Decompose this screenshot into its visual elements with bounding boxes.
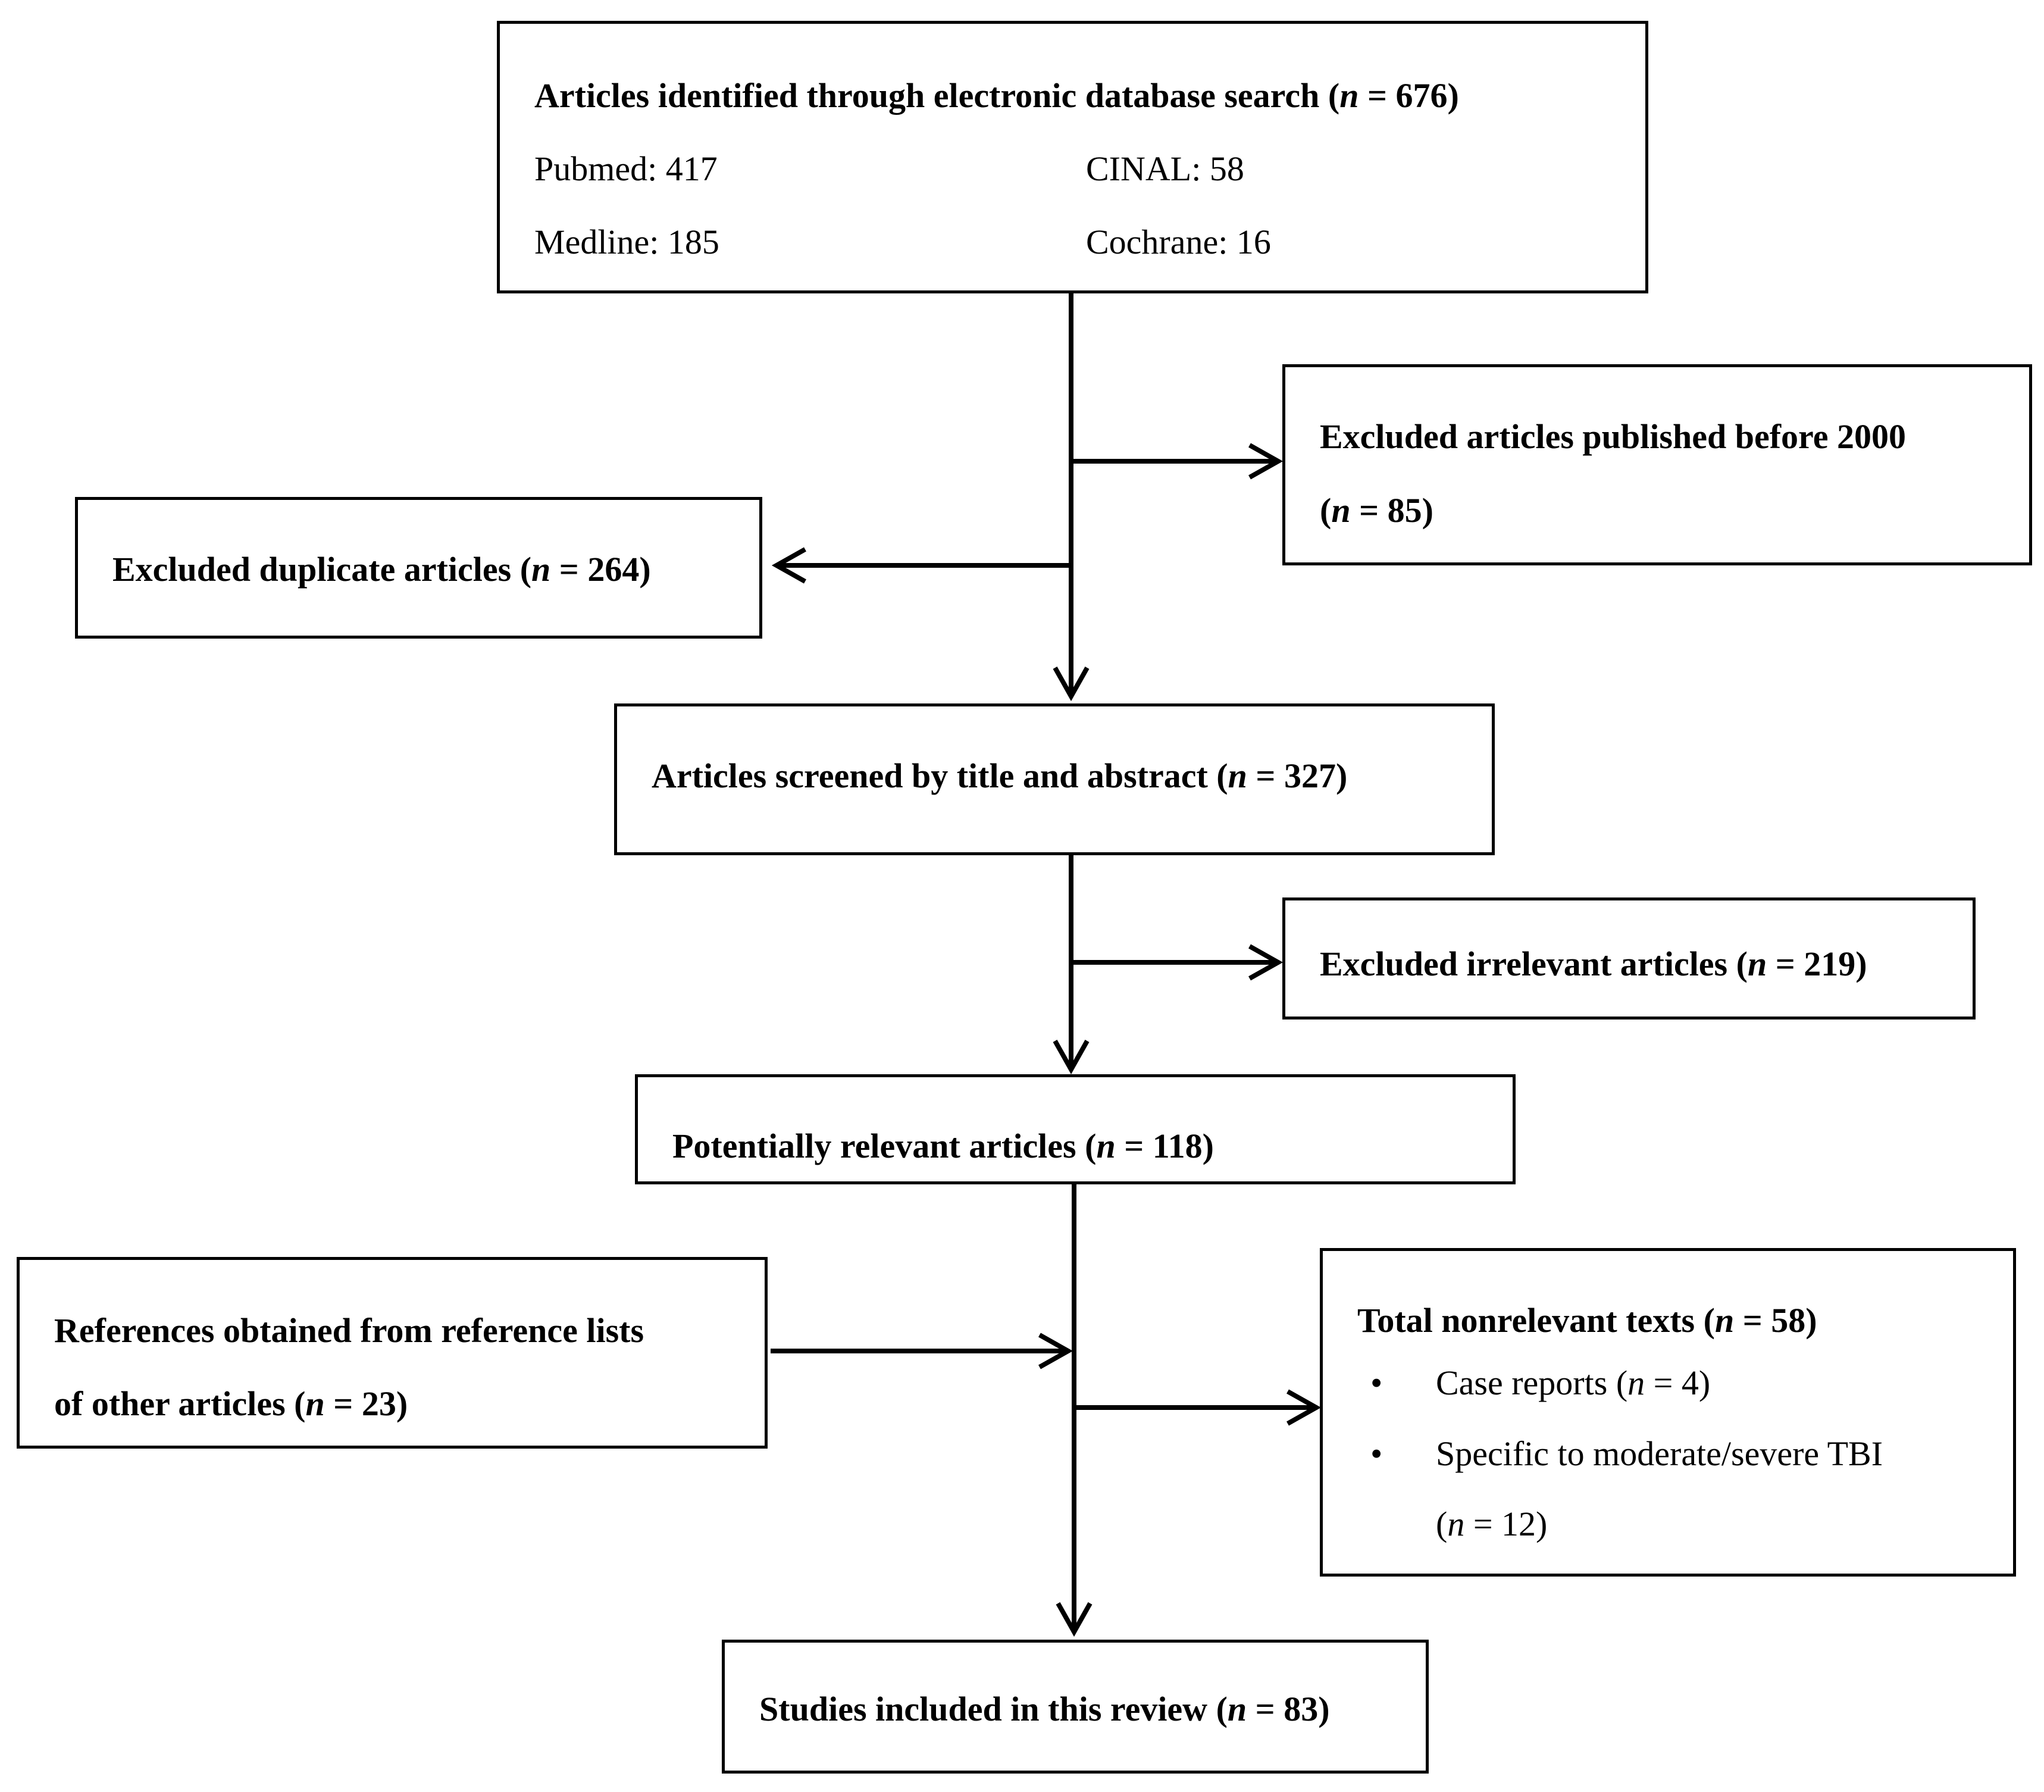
excluded-before-2000-count: (n = 85) xyxy=(1320,491,1433,530)
arrowhead-right-nonrelevant xyxy=(1287,1389,1322,1426)
arrowhead-right-before-2000 xyxy=(1248,443,1284,480)
excluded-irrelevant-label: Excluded irrelevant articles (n = 219) xyxy=(1320,945,1867,983)
source-cochrane: Cochrane: 16 xyxy=(1086,223,1271,261)
screened-label: Articles screened by title and abstract … xyxy=(652,756,1348,795)
source-medline: Medline: 185 xyxy=(534,223,719,261)
screened-box: Articles screened by title and abstract … xyxy=(614,703,1495,855)
source-pubmed: Pubmed: 417 xyxy=(534,149,718,188)
excluded-before-2000-label: Excluded articles published before 2000 xyxy=(1320,417,1906,456)
identified-heading: Articles identified through electronic d… xyxy=(534,76,1459,115)
excluded-before-2000-box: Excluded articles published before 2000 … xyxy=(1282,364,2032,565)
arrowhead-right-irrelevant xyxy=(1248,944,1284,981)
identified-title: Articles identified through electronic d… xyxy=(534,76,1320,115)
bullet-icon: • xyxy=(1370,1363,1383,1402)
excluded-duplicates-box: Excluded duplicate articles (n = 264) xyxy=(75,497,762,639)
nonrelevant-item-tbi-count: (n = 12) xyxy=(1436,1505,1548,1543)
potentially-relevant-label: Potentially relevant articles (n = 118) xyxy=(672,1127,1214,1165)
arrowhead-down-screened xyxy=(1053,667,1090,702)
nonrelevant-item-tbi: Specific to moderate/severe TBI xyxy=(1436,1434,1883,1473)
references-line-2: of other articles (n = 23) xyxy=(54,1384,408,1423)
identified-count: 676 xyxy=(1395,76,1448,115)
excluded-irrelevant-box: Excluded irrelevant articles (n = 219) xyxy=(1282,897,1976,1019)
references-line-1: References obtained from reference lists xyxy=(54,1311,644,1350)
included-box: Studies included in this review (n = 83) xyxy=(722,1640,1429,1774)
nonrelevant-box: Total nonrelevant texts (n = 58) • Case … xyxy=(1320,1248,2016,1577)
source-cinal: CINAL: 58 xyxy=(1086,149,1244,188)
potentially-relevant-box: Potentially relevant articles (n = 118) xyxy=(635,1074,1516,1184)
included-label: Studies included in this review (n = 83) xyxy=(759,1690,1330,1728)
bullet-icon: • xyxy=(1370,1434,1383,1473)
excluded-duplicates-label: Excluded duplicate articles (n = 264) xyxy=(112,550,651,589)
arrowhead-right-references xyxy=(1038,1333,1073,1369)
identified-box: Articles identified through electronic d… xyxy=(497,21,1648,293)
arrowhead-down-potential xyxy=(1053,1040,1090,1075)
references-box: References obtained from reference lists… xyxy=(17,1257,768,1449)
nonrelevant-item-case-reports: Case reports (n = 4) xyxy=(1436,1363,1711,1402)
arrowhead-left-duplicates xyxy=(771,547,806,584)
arrowhead-down-included xyxy=(1056,1602,1093,1637)
nonrelevant-title: Total nonrelevant texts (n = 58) xyxy=(1357,1301,1817,1340)
